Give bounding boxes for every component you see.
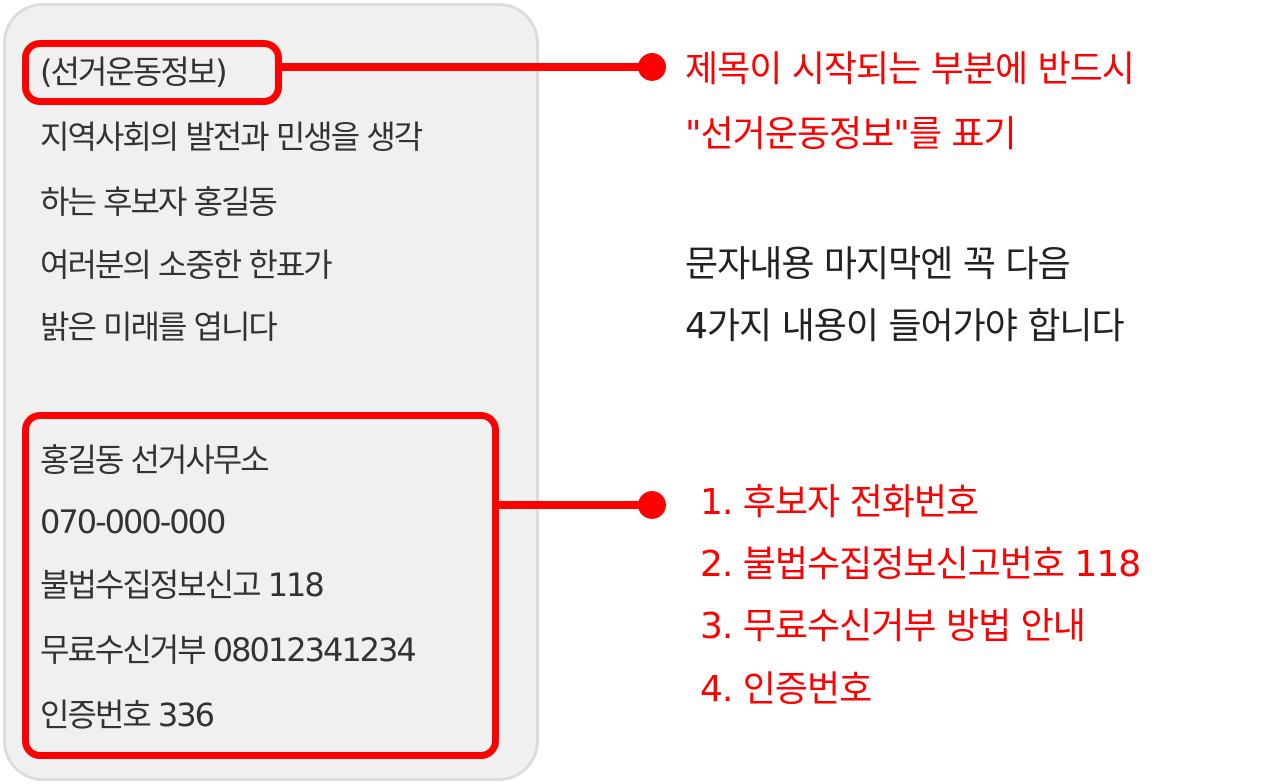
required-item: 1. 후보자 전화번호 (700, 482, 979, 523)
title-tag: (선거운동정보) (40, 53, 228, 91)
body-line: 하는 후보자 홍길동 (40, 183, 278, 221)
required-item: 3. 무료수신거부 방법 안내 (700, 606, 1086, 647)
title-note-line: "선거운동정보"를 표기 (685, 114, 1017, 155)
footer-line: 인증번호 336 (40, 696, 215, 734)
required-item: 4. 인증번호 (700, 669, 872, 710)
footer-line: 무료수신거부 08012341234 (40, 631, 417, 669)
title-highlight-box (22, 40, 282, 105)
footer-line: 홍길동 선거사무소 (40, 441, 270, 479)
footer-line: 070-000-000 (40, 503, 226, 541)
body-line: 밝은 미래를 엽니다 (40, 308, 278, 346)
connector-line (499, 501, 652, 509)
body-line: 지역사회의 발전과 민생을 생각 (40, 118, 423, 156)
body-line: 여러분의 소중한 한표가 (40, 246, 333, 284)
sms-message-panel (3, 3, 539, 781)
connector-dot (638, 491, 666, 519)
ending-note-line: 4가지 내용이 들어가야 합니다 (685, 306, 1125, 347)
connector-line (282, 63, 652, 71)
connector-dot (638, 53, 666, 81)
footer-line: 불법수집정보신고 118 (40, 566, 325, 604)
footer-highlight-box (22, 412, 499, 759)
title-note-line: 제목이 시작되는 부분에 반드시 (685, 49, 1135, 90)
required-item: 2. 불법수집정보신고번호 118 (700, 544, 1141, 585)
ending-note-line: 문자내용 마지막엔 꼭 다음 (685, 244, 1071, 285)
